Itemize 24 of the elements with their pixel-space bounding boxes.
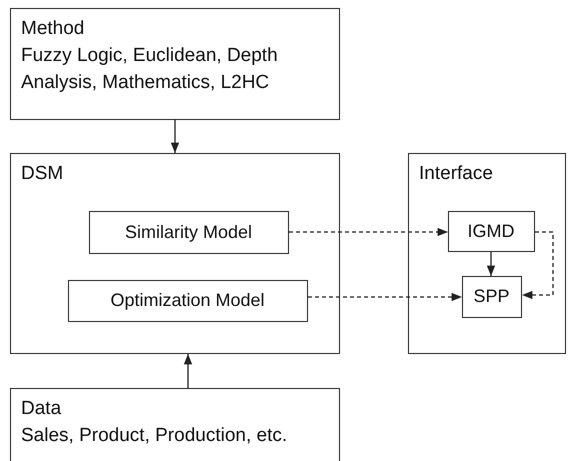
box-label: Optimization Model (110, 289, 265, 312)
process-box (448, 210, 534, 252)
arrow (308, 292, 462, 302)
process-box (68, 280, 308, 322)
process-box (88, 210, 288, 254)
group-box (10, 153, 340, 354)
box-description: Fuzzy Logic, Euclidean, Depth Analysis, Mathematics, L2HC (21, 44, 279, 95)
arrow (289, 228, 448, 236)
box-description: Sales, Product, Production, etc. (21, 424, 288, 448)
box-heading: Interface (419, 162, 494, 186)
arrow (170, 120, 180, 153)
arrow (522, 231, 554, 300)
group-box (10, 8, 340, 120)
box-heading: Data (21, 397, 62, 421)
box-label: SPP (473, 285, 510, 308)
box-label: IGMD (468, 220, 514, 242)
group-box (10, 388, 340, 461)
box-label: Similarity Model (124, 220, 252, 244)
arrow (486, 252, 496, 276)
box-heading: DSM (21, 162, 64, 186)
process-box (462, 276, 522, 318)
box-heading: Method (21, 17, 86, 41)
group-box (408, 153, 566, 354)
arrow (184, 354, 192, 388)
